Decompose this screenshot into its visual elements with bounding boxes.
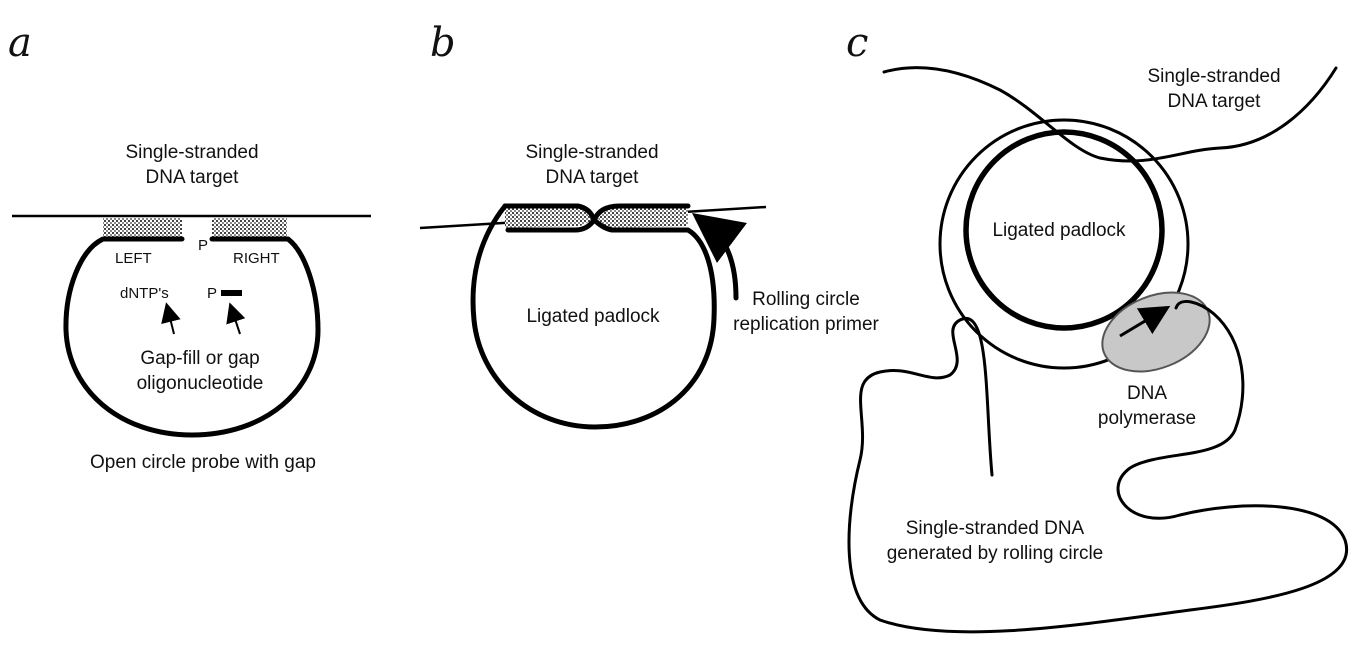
panel-b-primer-label-1: Rolling circle (752, 289, 860, 310)
panel-b-padlock-circle (470, 203, 717, 430)
panel-a-open-circle-probe (63, 236, 321, 438)
panel-c-target-label-1: Single-stranded (1147, 66, 1280, 87)
panel-letter-c: c (846, 20, 868, 66)
panel-c-target-strand (882, 66, 1338, 163)
panel-a-right-label: RIGHT (233, 250, 280, 267)
panel-a-left-label: LEFT (115, 250, 152, 267)
panel-c-ligated-padlock (963, 129, 1165, 331)
panel-b-target-label-1: Single-stranded (525, 142, 658, 163)
panel-c-product-label-2: generated by rolling circle (887, 543, 1104, 564)
panel-a-gap-oligo-bar (221, 290, 242, 296)
panel-a-caption: Open circle probe with gap (90, 452, 316, 473)
panel-c-polymerase-label-2: polymerase (1098, 408, 1196, 429)
panel-b: b Single-stranded DNA target Ligated pad… (419, 20, 880, 430)
panel-b-primer-label-2: replication primer (733, 314, 879, 335)
panel-c-padlock-label: Ligated padlock (992, 220, 1126, 241)
panel-c-dna-polymerase (1101, 291, 1211, 373)
panel-a-p2-label: P (207, 285, 217, 302)
panel-letter-a: a (8, 20, 32, 66)
panel-a-arrow-right-icon (226, 302, 246, 335)
panel-c-polymerase-label-1: DNA (1127, 383, 1167, 404)
panel-b-hybrid-right (597, 206, 688, 228)
panel-c-ssdna-product (847, 299, 1349, 634)
panel-letter-b: b (430, 20, 456, 66)
panel-a-p-label: P (198, 237, 208, 254)
panel-c-polymerase-arrow-icon (1119, 305, 1171, 338)
panel-c-outer-ring (938, 118, 1190, 370)
panel-a-target-label-1: Single-stranded (125, 142, 258, 163)
panel-b-primer-arrow-icon (692, 212, 748, 301)
panel-a-left-hybrid (103, 218, 182, 238)
panel-c: c Single-stranded DNA target Ligated pad… (846, 20, 1349, 634)
panel-a-arrow-left-icon (161, 302, 181, 335)
panel-a-right-hybrid (212, 218, 287, 238)
panel-c-product-label-1: Single-stranded DNA (906, 518, 1085, 539)
panel-b-padlock-label: Ligated padlock (526, 306, 660, 327)
panel-c-target-label-2: DNA target (1168, 91, 1262, 112)
panel-a-dntps-label: dNTP's (120, 285, 169, 302)
panel-a-gap-label-2: oligonucleotide (137, 373, 264, 394)
panel-b-hybrid-left (505, 206, 594, 228)
panel-a-gap-label-1: Gap-fill or gap (140, 348, 259, 369)
panel-b-target-label-2: DNA target (546, 167, 640, 188)
panel-a: a Single-stranded DNA target LEFT P RIGH… (8, 20, 371, 473)
panel-a-target-label-2: DNA target (146, 167, 240, 188)
